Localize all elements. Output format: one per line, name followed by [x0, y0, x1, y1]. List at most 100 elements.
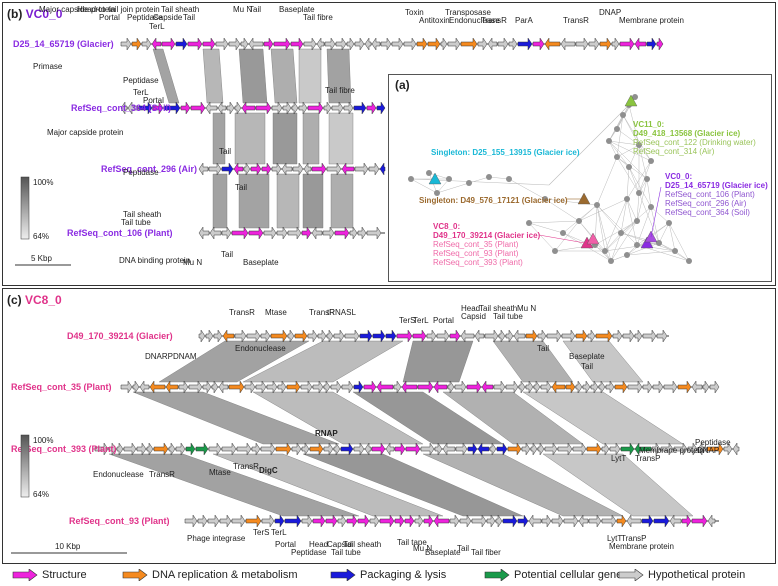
gene-arrow: [609, 442, 621, 456]
gene-arrow: [379, 514, 395, 528]
gene-annotation: Mu N: [183, 258, 202, 267]
gene-arrow: [455, 442, 468, 456]
gene-arrow: [551, 380, 566, 394]
gene-arrow: [634, 442, 652, 456]
network-edge: [508, 178, 546, 200]
gene-arrow: [94, 442, 109, 456]
network-edge: [638, 144, 652, 162]
singleton-brown-node: [577, 192, 591, 205]
gene-arrow: [213, 329, 223, 343]
gene-annotation: Head-to-tail join protein: [77, 5, 160, 14]
gene-annotation: Endonuclease: [449, 16, 500, 25]
gene-arrow: [582, 380, 591, 394]
synteny-band: [276, 173, 300, 229]
gene-arrow: [530, 442, 538, 456]
network-edge: [528, 220, 580, 224]
network-edge: [626, 198, 638, 246]
gene-arrow: [544, 37, 561, 51]
gene-arrow: [248, 37, 264, 51]
gene-arrow: [325, 514, 338, 528]
gene-annotation: Baseplate: [243, 258, 279, 267]
gene-annotation: Membrane protein: [609, 542, 674, 551]
gene-arrow: [474, 329, 485, 343]
network-edge: [650, 206, 660, 244]
gene-arrow: [669, 514, 682, 528]
gene-arrow: [326, 162, 342, 176]
network-edge: [594, 220, 638, 246]
gene-arrow: [331, 101, 344, 115]
gene-arrow: [222, 329, 235, 343]
network-edge: [596, 204, 638, 246]
gene-arrow: [605, 380, 615, 394]
gene-annotation: Mtase: [265, 308, 287, 317]
gene-arrow: [513, 329, 526, 343]
gene-annotation: Membrane protein: [639, 446, 704, 455]
gene-arrow: [270, 329, 288, 343]
gene-arrow: [211, 380, 219, 394]
gene-arrow: [634, 37, 647, 51]
gene-arrow: [660, 442, 674, 456]
gene-arrow: [426, 329, 437, 343]
gene-arrow: [427, 37, 441, 51]
gene-annotation: Endonuclease: [235, 344, 286, 353]
synteny-band: [252, 391, 424, 445]
gene-arrow: [460, 329, 475, 343]
synteny-band: [212, 173, 228, 229]
gene-arrow: [497, 37, 509, 51]
gene-annotation: Primase: [33, 62, 63, 71]
gene-arrow: [231, 514, 246, 528]
legend-swatch-arrow: [618, 568, 644, 582]
gene-annotation: TransR: [233, 462, 259, 471]
gene-arrow: [180, 101, 191, 115]
gene-arrow: [563, 514, 579, 528]
genome-row: [120, 101, 386, 115]
synteny-band: [302, 453, 524, 517]
gene-arrow: [316, 37, 325, 51]
gene-arrow: [175, 442, 186, 456]
gene-arrow: [303, 162, 312, 176]
gene-arrow: [261, 514, 275, 528]
gene-arrow: [357, 226, 367, 240]
gene-arrow: [561, 329, 576, 343]
network-edge: [646, 178, 652, 208]
gene-arrow: [611, 37, 620, 51]
gene-annotation: DNAP: [697, 446, 719, 455]
gene-arrow: [244, 380, 256, 394]
gene-arrow: [449, 329, 461, 343]
gene-arrow: [353, 380, 364, 394]
gene-arrow: [420, 442, 435, 456]
gene-arrow: [651, 442, 661, 456]
legend-swatch-arrow: [330, 568, 356, 582]
gene-annotation: TransP: [635, 454, 661, 463]
gene-arrow: [303, 37, 317, 51]
network-node: [624, 252, 630, 258]
gene-arrow: [228, 380, 245, 394]
network-node: [686, 258, 692, 264]
synteny-band: [238, 173, 270, 229]
gene-arrow: [619, 37, 635, 51]
gene-arrow: [663, 380, 678, 394]
gene-arrow: [187, 37, 203, 51]
network-edge: [608, 140, 648, 180]
gene-arrow: [241, 101, 256, 115]
synteny-band: [326, 48, 352, 104]
panel-b-title: (b) VC0_0: [7, 7, 62, 21]
gene-annotation: Head: [461, 304, 480, 313]
gene-arrow: [436, 329, 450, 343]
gene-arrow: [152, 101, 164, 115]
synteny-band: [422, 453, 624, 517]
network-node: [486, 174, 492, 180]
identity-scale: [20, 176, 30, 240]
gene-arrow: [466, 380, 482, 394]
gene-arrow: [380, 37, 392, 51]
gene-arrow: [354, 37, 365, 51]
synteny-band: [202, 48, 224, 104]
gene-annotation: LytT: [611, 454, 626, 463]
gene-arrow: [364, 37, 372, 51]
scale-top-label: 100%: [33, 436, 53, 445]
gene-arrow: [449, 514, 460, 528]
gene-arrow: [403, 37, 417, 51]
gene-annotation: Tail sheath: [161, 5, 199, 14]
network-node: [666, 220, 672, 226]
